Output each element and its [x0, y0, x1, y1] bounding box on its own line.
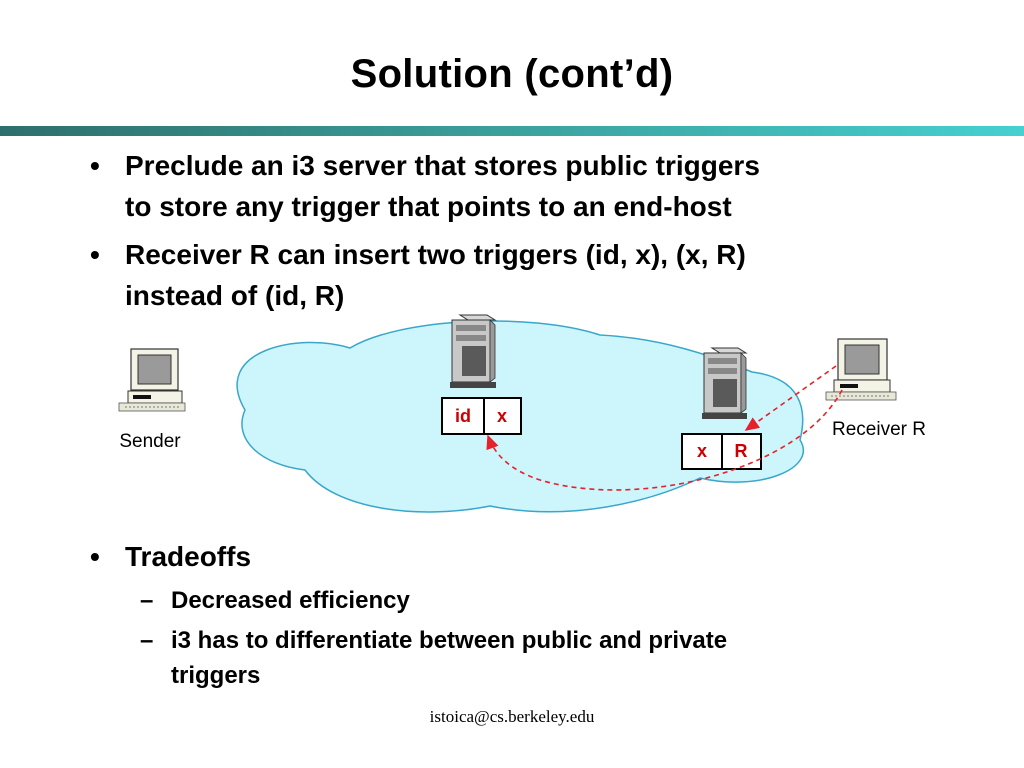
- trigger-box-x-r: x R: [681, 433, 762, 470]
- sub-bullet-1-line-1: Decreased efficiency: [171, 587, 410, 614]
- trigger-1-id: id: [455, 406, 471, 426]
- footer-email: istoica@cs.berkeley.edu: [429, 707, 595, 726]
- bullet-1-line-2: to store any trigger that points to an e…: [125, 191, 732, 222]
- bullet-marker: •: [90, 541, 100, 572]
- bullet-2-line-1: Receiver R can insert two triggers (id, …: [125, 239, 746, 270]
- title-divider: [0, 126, 1024, 136]
- bullet-1-line-1: Preclude an i3 server that stores public…: [125, 150, 760, 181]
- bullet-2-line-2: instead of (id, R): [125, 280, 345, 311]
- trigger-2-target: R: [735, 441, 748, 461]
- receiver-computer-icon: [825, 338, 897, 401]
- slide-title: Solution (cont’d): [350, 52, 674, 96]
- i3-server-2-icon: [702, 347, 748, 419]
- insert-trigger-arrow-2: [486, 389, 843, 491]
- sub-bullet-2-line-1: i3 has to differentiate between public a…: [171, 627, 728, 654]
- bullet-marker: •: [90, 150, 100, 181]
- trigger-1-target: x: [497, 406, 507, 426]
- i3-server-1-icon: [450, 314, 497, 388]
- receiver-label: Receiver R: [832, 419, 926, 440]
- trigger-box-id-x: id x: [441, 397, 522, 435]
- trigger-2-id: x: [697, 441, 707, 461]
- sender-label: Sender: [119, 431, 181, 452]
- sub-bullet-marker: –: [140, 587, 154, 614]
- sub-bullet-marker: –: [140, 627, 154, 654]
- bullet-marker: •: [90, 239, 100, 270]
- sender-computer-icon: [118, 348, 186, 412]
- insert-trigger-arrow-1: [744, 365, 837, 431]
- sub-bullet-2-line-2: triggers: [171, 662, 261, 689]
- bullet-3-line-1: Tradeoffs: [125, 541, 252, 572]
